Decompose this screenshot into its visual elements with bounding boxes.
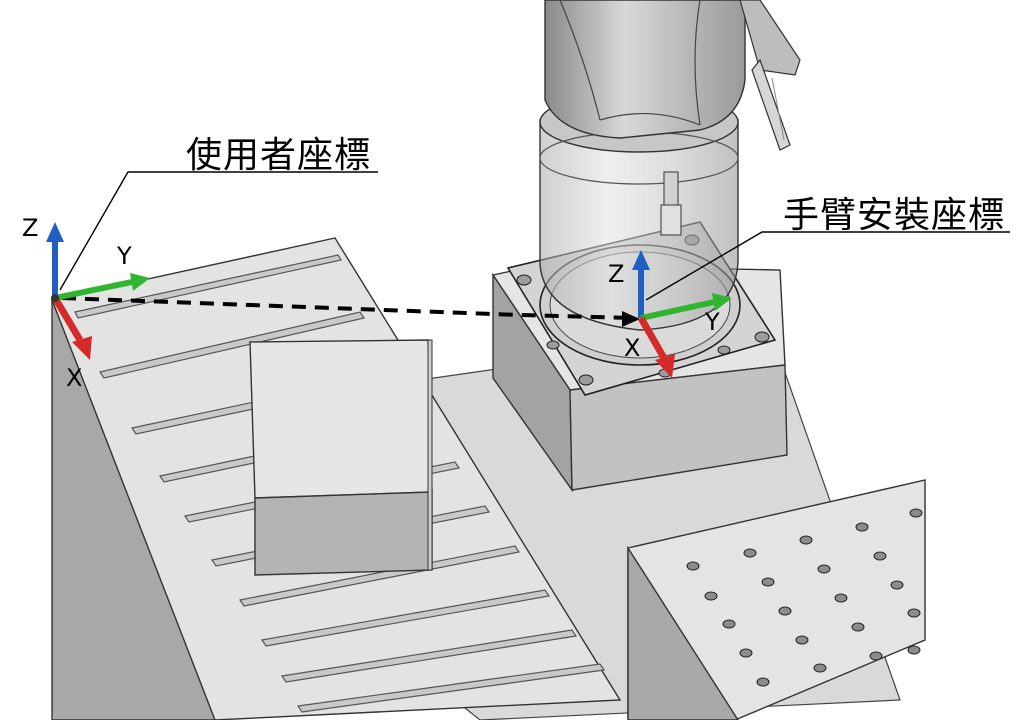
perforated-block — [627, 479, 926, 720]
robot-x-axis — [637, 316, 668, 360]
user-frame-label: 使用者座標 — [186, 135, 372, 176]
workpiece-box — [249, 339, 433, 576]
robot-y-label: Y — [705, 308, 720, 336]
leader-lines — [59, 171, 1010, 301]
user-y-label: Y — [117, 242, 132, 270]
robot-frame-leader — [645, 231, 1010, 301]
robot-arm — [544, 0, 801, 151]
robot-frame-axes — [632, 250, 732, 378]
robot-frame-label: 手臂安裝座標 — [783, 195, 1006, 236]
user-frame-axes — [46, 222, 150, 360]
robot-x-label: X — [624, 334, 641, 362]
user-frame-leader — [59, 171, 378, 291]
robot-z-label: Z — [608, 260, 625, 288]
user-x-axis — [51, 296, 84, 342]
user-z-label: Z — [22, 214, 39, 242]
user-y-axis — [54, 279, 133, 301]
user-x-label: X — [66, 364, 83, 392]
frame-offset-arrow — [61, 296, 640, 327]
robot-y-axis — [640, 299, 715, 321]
